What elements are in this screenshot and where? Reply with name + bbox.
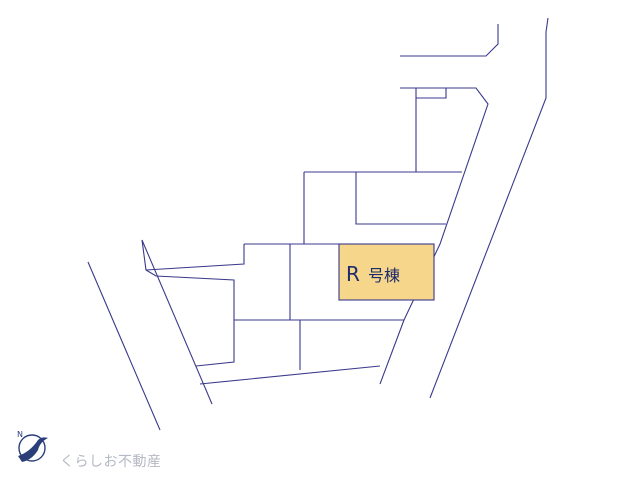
highlighted-lot-r[interactable]	[338, 243, 435, 301]
company-logo: N	[17, 430, 48, 462]
lot-r-letter: R	[346, 262, 360, 286]
left-lot-bottom	[199, 319, 381, 385]
lot-r-suffix: 号棟	[368, 266, 400, 285]
road-left-outer	[87, 261, 161, 431]
company-name: くらしお不動産	[60, 454, 162, 470]
small-box	[415, 88, 447, 99]
road-left-inner	[141, 239, 213, 405]
left-lot-top	[141, 239, 235, 367]
bird-icon	[18, 437, 48, 462]
road-edge-top	[400, 24, 499, 57]
road-edge-upper	[379, 87, 489, 385]
upper-lot	[303, 171, 462, 244]
road-edge-right	[429, 17, 549, 399]
logo-letter: N	[17, 430, 23, 439]
